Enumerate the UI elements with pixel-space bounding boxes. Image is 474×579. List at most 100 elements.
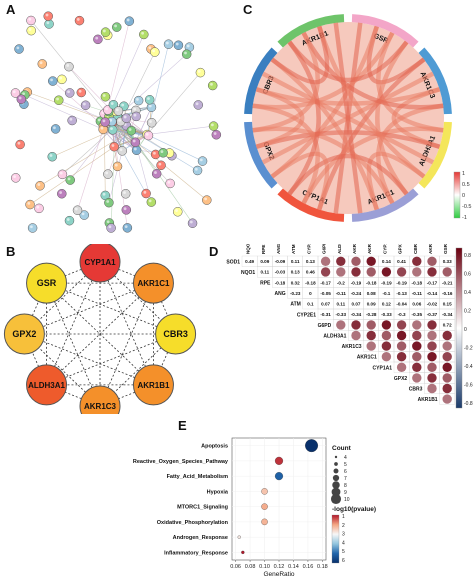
network-node [173, 40, 184, 50]
chord-link [270, 25, 330, 85]
corr-legend-tick: -0.2 [464, 346, 473, 352]
corr-legend-tick: 0.8 [464, 253, 471, 259]
corr-circle [427, 320, 437, 330]
corr-row-label: RPE [260, 281, 271, 287]
corr-value: 0.32 [291, 280, 300, 285]
corr-circle [442, 383, 452, 394]
chord-legend: 10.50-0.5-1 [453, 171, 471, 221]
network-node-highlight [153, 151, 156, 155]
network-node [80, 100, 91, 111]
dotplot-xtick-label: 0.06 [230, 564, 241, 570]
network-node-highlight [160, 150, 164, 153]
count-legend-dot [333, 468, 339, 474]
chord-segment [418, 121, 452, 189]
corr-circle [396, 320, 407, 330]
network-node-highlight [210, 82, 213, 86]
network-node [122, 223, 133, 233]
network-node-highlight [12, 90, 16, 94]
network-edge [52, 129, 113, 157]
corr-row-label: ANG [274, 291, 285, 297]
corr-circle [381, 352, 392, 362]
chord-legend-tick: 0.5 [462, 182, 470, 188]
count-legend-dot [332, 474, 340, 482]
network-node [131, 111, 141, 122]
corr-value: -0.3 [398, 312, 406, 317]
hub-node-label: AKR1B1 [137, 381, 170, 390]
color-legend-tick: 3 [342, 532, 345, 538]
network-node-highlight [102, 94, 106, 97]
corr-col-label: GSR [443, 244, 448, 254]
network-node [100, 91, 111, 102]
color-legend-tick: 4 [342, 540, 345, 546]
hub-node [26, 364, 68, 406]
corr-row-label: CYP2E1 [297, 312, 316, 318]
panel-b-hub-network: CYP1A1AKR1C1CBR3AKR1B1AKR1C3ALDH3A1GPX2G… [3, 244, 197, 414]
network-node-highlight [46, 21, 50, 25]
corr-circle [366, 267, 376, 277]
network-node-highlight [158, 162, 162, 166]
network-node-highlight [123, 207, 127, 211]
hub-node-label: ALDH3A1 [28, 381, 65, 390]
dotplot-xtick-label: 0.16 [303, 564, 314, 570]
network-node [64, 215, 75, 226]
network-node-highlight [194, 167, 198, 171]
network-edge [112, 129, 137, 151]
network-node [76, 87, 87, 98]
network-node [72, 205, 83, 215]
network-node [130, 137, 141, 147]
corr-value: 0.41 [397, 259, 406, 264]
network-node [112, 161, 123, 172]
corr-circle [427, 383, 437, 394]
network-node-highlight [213, 132, 217, 135]
color-legend-tick: 2 [342, 523, 345, 529]
network-node-highlight [28, 17, 32, 21]
network-node-highlight [133, 147, 137, 151]
corr-row-label: CYP1A1 [373, 365, 393, 371]
network-node-highlight [76, 18, 80, 21]
corr-value: -0.11 [336, 291, 347, 296]
network-node-highlight [13, 175, 16, 179]
network-edge [121, 150, 147, 194]
corr-circle [366, 320, 376, 330]
corr-row-label: G6PD [318, 323, 332, 329]
corr-value: -0.16 [442, 291, 453, 296]
network-node-highlight [28, 28, 32, 31]
network-node [165, 178, 175, 189]
corr-circle [412, 341, 422, 351]
network-node-highlight [147, 97, 150, 100]
corr-circle [427, 373, 437, 383]
color-legend-tick: 1 [342, 514, 345, 520]
corr-circle [396, 267, 407, 277]
corr-value: 0.09 [260, 259, 269, 264]
hub-edge [46, 282, 176, 335]
color-legend-tick: 5 [342, 549, 345, 555]
network-node-highlight [115, 108, 119, 112]
chord-segment [244, 47, 278, 115]
corr-value: -0.21 [442, 280, 453, 285]
corr-value: -0.34 [442, 312, 453, 317]
network-node [106, 223, 116, 233]
network-node [15, 139, 25, 150]
count-legend-value: 6 [344, 469, 347, 475]
dotplot-point [274, 456, 284, 465]
corr-circle [396, 352, 407, 362]
corr-col-label: GPX2 [398, 244, 403, 254]
corr-value: -0.23 [290, 291, 301, 296]
chord-link [287, 153, 409, 196]
hub-node-label: CBR3 [163, 329, 188, 339]
network-node [65, 175, 75, 185]
corr-circle [366, 341, 376, 351]
dotplot-xtick-label: 0.10 [259, 564, 270, 570]
network-node [108, 99, 119, 110]
network-node-highlight [189, 220, 193, 224]
network-node-highlight [148, 104, 152, 108]
network-edge [135, 107, 152, 143]
corr-value: -0.2 [337, 280, 345, 285]
network-node-highlight [56, 97, 59, 101]
network-node-highlight [175, 209, 178, 212]
network-node [141, 188, 151, 199]
network-node-highlight [100, 126, 104, 130]
corr-value: 0.11 [291, 259, 300, 264]
corr-value: -0.13 [396, 291, 407, 296]
panel-c-chord: GSRAKR1C3ALDH3A1AKR1C1CYP1A1GPX2CBR3AKR1… [244, 14, 471, 222]
